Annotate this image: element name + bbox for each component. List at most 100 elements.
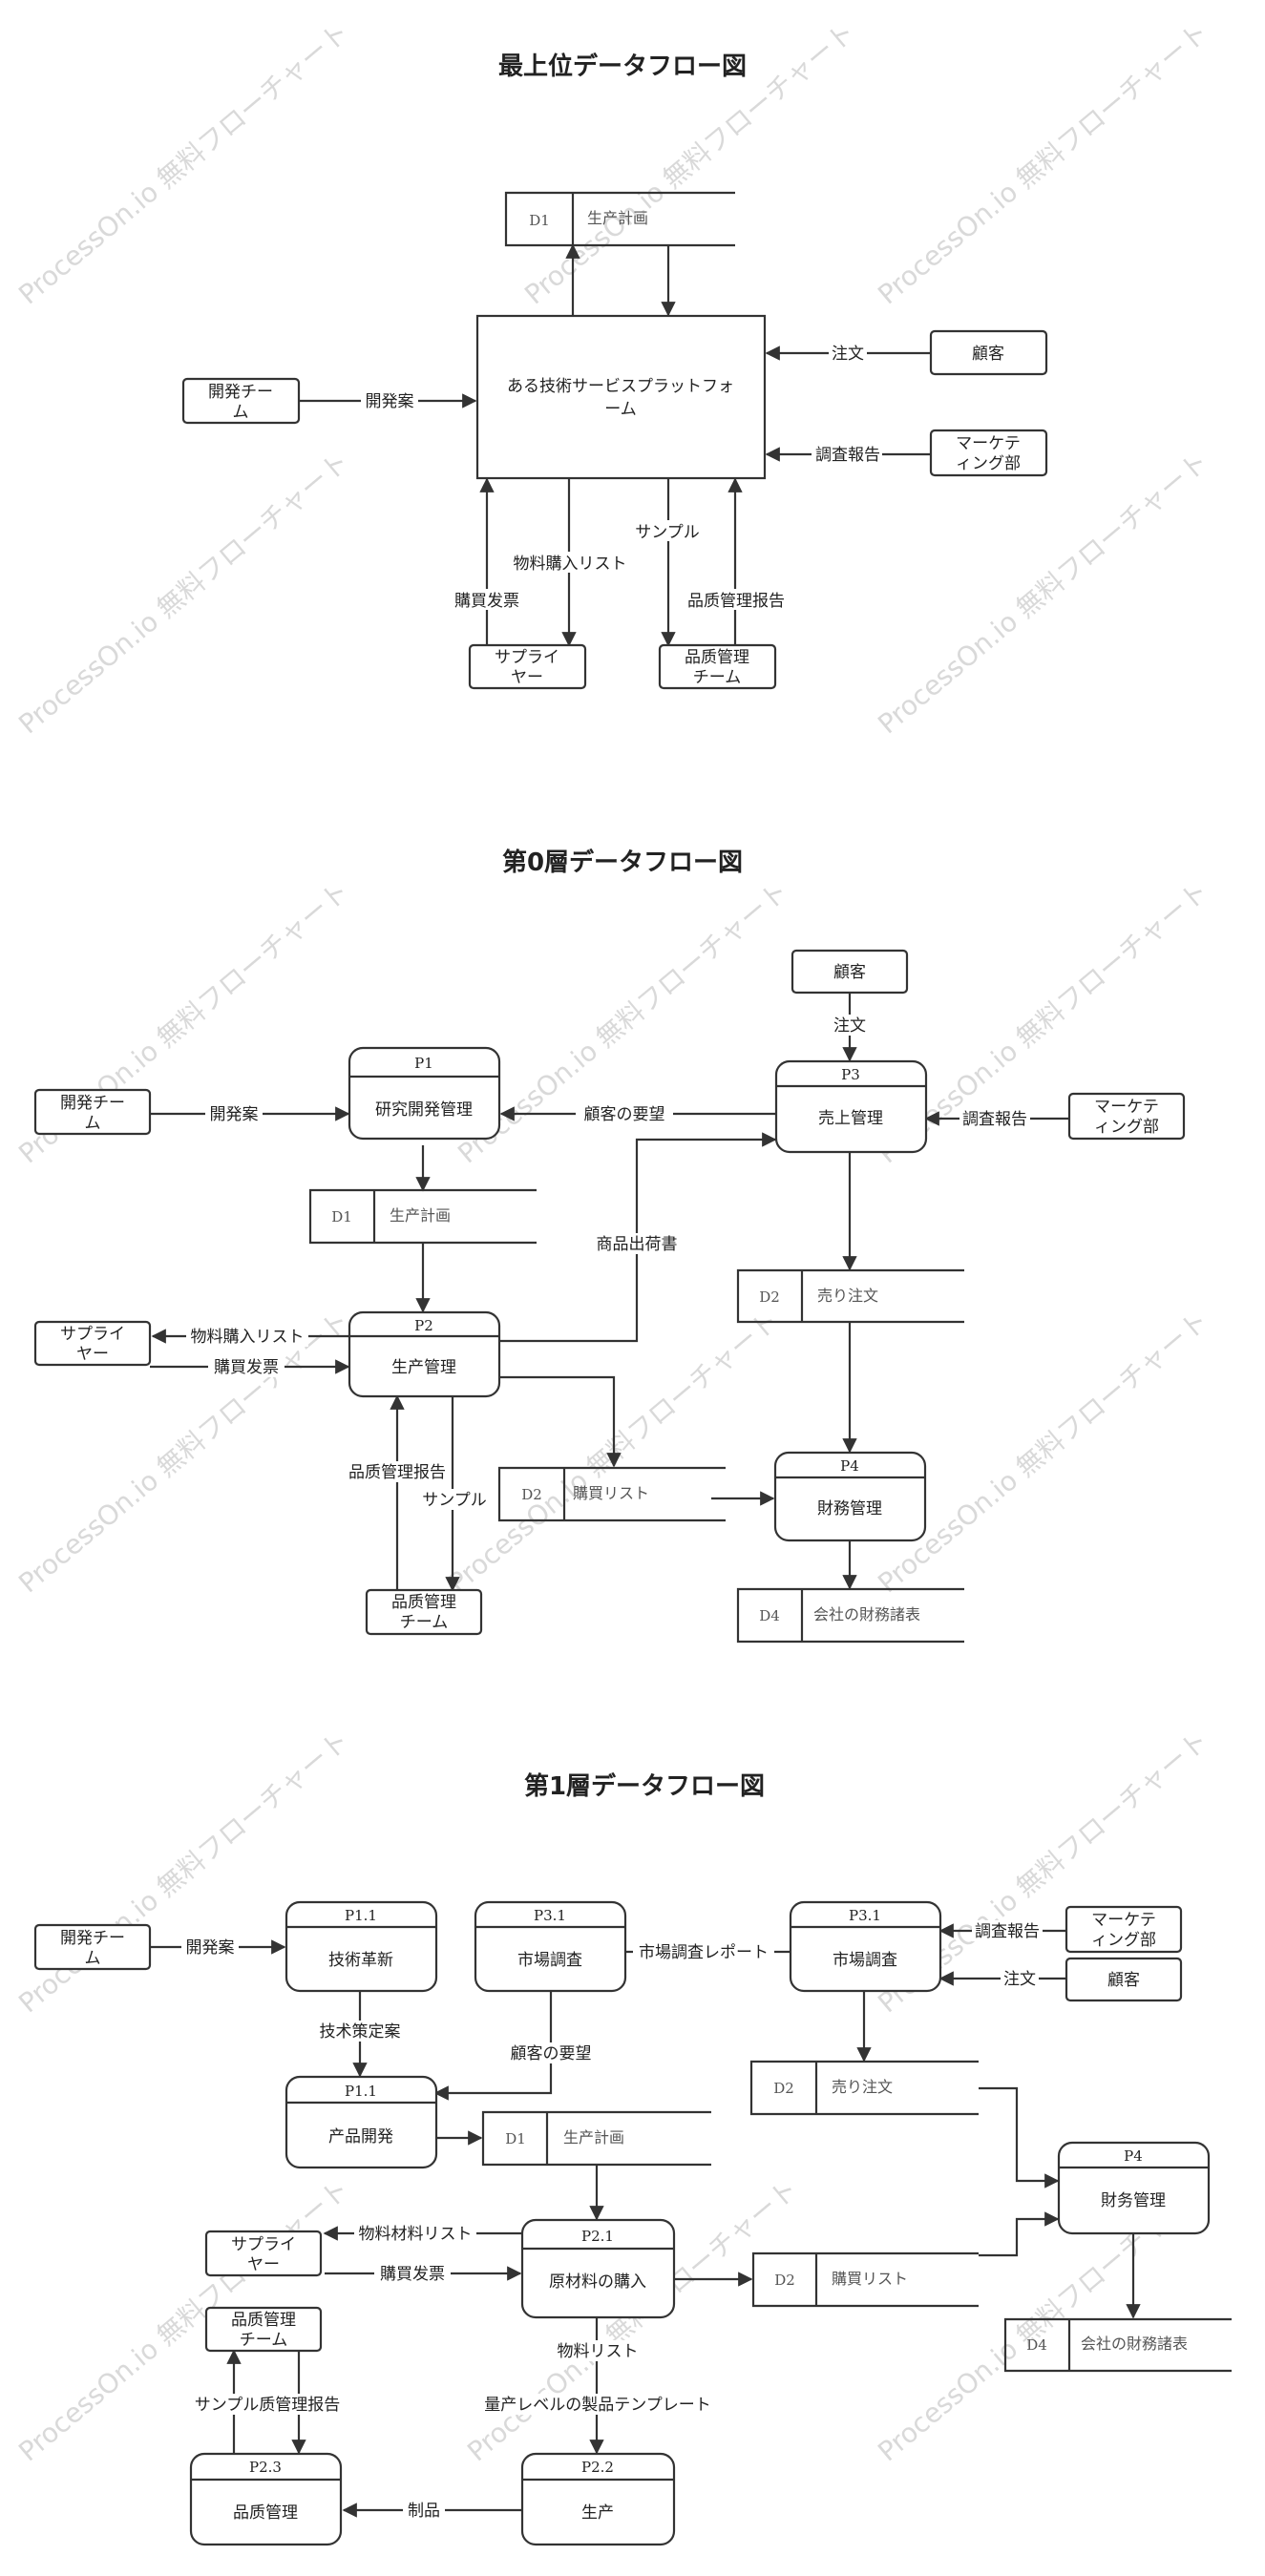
external-marketing[interactable]: マーケテ ィング部 bbox=[1067, 1092, 1186, 1141]
label-line1: サプライ bbox=[495, 648, 559, 667]
flow-label: 物料購入リスト bbox=[514, 555, 627, 574]
external-dev-team[interactable]: 開発チー ム bbox=[33, 1923, 152, 1971]
flow-purchase-list-to-p4 bbox=[979, 2211, 1060, 2257]
customer-label: 顧客 bbox=[1107, 1971, 1140, 1990]
watermark: ProcessOn.io 無料フローチャート bbox=[452, 875, 794, 1169]
process-p2-1-purchase[interactable]: P2.1 原材料の購入 bbox=[520, 2218, 676, 2319]
process-p4[interactable]: P4 財務管理 bbox=[773, 1451, 927, 1542]
label-line1: 品质管理 bbox=[685, 648, 749, 667]
flow-label: 調査報告 bbox=[962, 1110, 1027, 1129]
external-customer[interactable]: 顧客 bbox=[929, 329, 1048, 376]
label-line2: ィング部 bbox=[1091, 1931, 1156, 1950]
external-customer[interactable]: 顧客 bbox=[1065, 1957, 1183, 2002]
flow-label: 品质管理报告 bbox=[687, 592, 785, 611]
data-store-d2-sales-orders[interactable]: D2 売り注文 bbox=[736, 1268, 964, 1324]
store-id: D2 bbox=[773, 2080, 794, 2097]
level0-diagram: 第0層データフロー図 P1 研究開発管理 P2 生产管理 bbox=[33, 848, 1186, 1644]
process-id: P1.1 bbox=[345, 2083, 377, 2100]
label-line1: 開発チー bbox=[60, 1094, 125, 1113]
label-line2: ィング部 bbox=[1094, 1118, 1159, 1137]
process-name: 財务管理 bbox=[1101, 2191, 1166, 2210]
watermark: ProcessOn.io 無料フローチャート bbox=[12, 446, 355, 740]
level1-diagram: 第1層データフロー図 P1.1 技術革新 P3.1 bbox=[33, 1771, 1232, 2546]
process-name: 市場調査 bbox=[517, 1951, 582, 1970]
data-store-d2-purchase-list[interactable]: D2 購買リスト bbox=[751, 2251, 979, 2308]
process-p1-1-product-dev[interactable]: P1.1 产品開発 bbox=[285, 2075, 438, 2169]
external-dev-team[interactable]: 開発チー ム bbox=[33, 1088, 152, 1136]
process-id: P2 bbox=[414, 1317, 433, 1334]
flow-label: 調査報告 bbox=[815, 446, 880, 465]
label-line2: ヤー bbox=[511, 668, 543, 687]
flow-label: サンプル bbox=[635, 523, 700, 542]
flow-label: 品质管理报告 bbox=[348, 1463, 446, 1482]
watermark: ProcessOn.io 無料フローチャート bbox=[872, 446, 1214, 740]
process-name: 生产 bbox=[581, 2503, 614, 2523]
external-supplier[interactable]: サプライ ヤー bbox=[468, 643, 587, 690]
process-p1-1-tech-innovation[interactable]: P1.1 技術革新 bbox=[285, 1900, 438, 1993]
external-marketing[interactable]: マーケテ ィング部 bbox=[929, 429, 1048, 477]
process-p1[interactable]: P1 研究開発管理 bbox=[348, 1046, 501, 1141]
process-id: P3.1 bbox=[534, 1907, 566, 1924]
process-p4-finance[interactable]: P4 財务管理 bbox=[1057, 2141, 1211, 2235]
data-store-d4[interactable]: D4 会社の財務諸表 bbox=[736, 1587, 964, 1644]
label-line2: ム bbox=[85, 1949, 101, 1968]
external-qc-team[interactable]: 品质管理 チーム bbox=[204, 2306, 323, 2353]
process-name: 技術革新 bbox=[328, 1951, 393, 1970]
data-store-d1[interactable]: D1 生产計画 bbox=[504, 191, 735, 247]
label-line1: 品质管理 bbox=[391, 1593, 456, 1612]
process-p3-1-market-research-b[interactable]: P3.1 市場調査 bbox=[789, 1900, 942, 1993]
label-line1: 品质管理 bbox=[231, 2311, 296, 2330]
process-name: 研究開発管理 bbox=[375, 1100, 473, 1120]
external-marketing[interactable]: マーケテ ィング部 bbox=[1065, 1905, 1183, 1954]
label-line2: ム bbox=[85, 1114, 101, 1133]
process-p3[interactable]: P3 売上管理 bbox=[774, 1059, 928, 1154]
process-id: P4 bbox=[1124, 2147, 1143, 2165]
store-id: D1 bbox=[505, 2130, 526, 2147]
label-line1: 開発チー bbox=[60, 1929, 125, 1948]
label-line1: マーケテ bbox=[1091, 1911, 1156, 1930]
flow-label: 技术策定案 bbox=[320, 2022, 401, 2042]
store-id: D4 bbox=[1026, 2336, 1047, 2354]
external-supplier[interactable]: サプライ ヤー bbox=[204, 2230, 323, 2277]
data-store-d2-sales-orders[interactable]: D2 売り注文 bbox=[749, 2060, 979, 2116]
process-name: 売上管理 bbox=[818, 1109, 883, 1128]
store-name: 生产計画 bbox=[563, 2128, 624, 2147]
external-qc-team[interactable]: 品质管理 チーム bbox=[658, 643, 777, 690]
external-qc-team[interactable]: 品质管理 チーム bbox=[365, 1588, 483, 1636]
store-name: 会社の財務諸表 bbox=[813, 1605, 920, 1623]
process-name: 产品開発 bbox=[328, 2127, 393, 2147]
process-p2-2-production[interactable]: P2.2 生产 bbox=[520, 2452, 676, 2546]
store-name: 生产計画 bbox=[587, 209, 648, 227]
process-p2-3-quality[interactable]: P2.3 品质管理 bbox=[189, 2452, 343, 2546]
process-id: P1 bbox=[414, 1055, 433, 1072]
label-line2: チーム bbox=[240, 2331, 288, 2350]
external-supplier[interactable]: サプライ ヤー bbox=[33, 1320, 152, 1367]
flow-label: 商品出荷書 bbox=[597, 1235, 678, 1254]
external-dev-team[interactable]: 開発チー ム bbox=[181, 377, 301, 425]
process-p2[interactable]: P2 生产管理 bbox=[348, 1310, 501, 1398]
data-store-d1[interactable]: D1 生产計画 bbox=[481, 2110, 711, 2167]
process-id: P3.1 bbox=[849, 1907, 881, 1924]
flow-label: 開発案 bbox=[366, 392, 414, 411]
process-p3-1-market-research-a[interactable]: P3.1 市場調査 bbox=[474, 1900, 627, 1993]
store-id: D2 bbox=[759, 1288, 780, 1306]
data-store-d2-purchase-list[interactable]: D2 購買リスト bbox=[497, 1466, 726, 1522]
label-line1: サプライ bbox=[231, 2235, 296, 2254]
process-name: 原材料の購入 bbox=[549, 2272, 646, 2292]
watermark: ProcessOn.io 無料フローチャート bbox=[461, 2173, 804, 2467]
process-id: P2.2 bbox=[581, 2459, 614, 2476]
process-id: P2.3 bbox=[249, 2459, 282, 2476]
flow-label: 物料リスト bbox=[558, 2342, 639, 2361]
data-store-d1[interactable]: D1 生产計画 bbox=[308, 1188, 537, 1245]
platform-process[interactable]: ある技術サービスプラットフォ ーム bbox=[475, 314, 767, 480]
store-name: 売り注文 bbox=[832, 2078, 893, 2096]
external-customer[interactable]: 顧客 bbox=[791, 949, 909, 995]
store-name: 購買リスト bbox=[573, 1484, 649, 1502]
flow-label: 購買发票 bbox=[380, 2265, 445, 2284]
label-line1: マーケテ bbox=[956, 434, 1021, 453]
customer-label: 顧客 bbox=[833, 963, 866, 982]
process-name: 生产管理 bbox=[391, 1358, 456, 1377]
label-line2: ィング部 bbox=[956, 454, 1021, 473]
data-store-d4[interactable]: D4 会社の財務諸表 bbox=[1003, 2317, 1232, 2373]
label-line2: ヤー bbox=[247, 2255, 280, 2274]
